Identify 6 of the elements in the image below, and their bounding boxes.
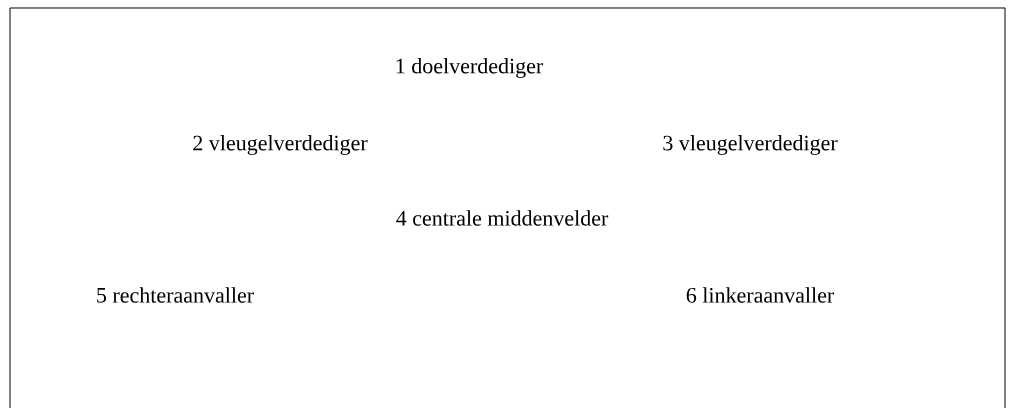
- position-label: 1 doelverdediger: [396, 58, 544, 78]
- position-label: 3 vleugelverdediger: [663, 135, 838, 155]
- position-label: 6 linkeraanvaller: [686, 287, 835, 303]
- position-label: 4 centrale middenvelder: [396, 210, 609, 226]
- position-label: 2 vleugelverdediger: [193, 135, 368, 155]
- position-label: 5 rechteraanvaller: [97, 287, 254, 303]
